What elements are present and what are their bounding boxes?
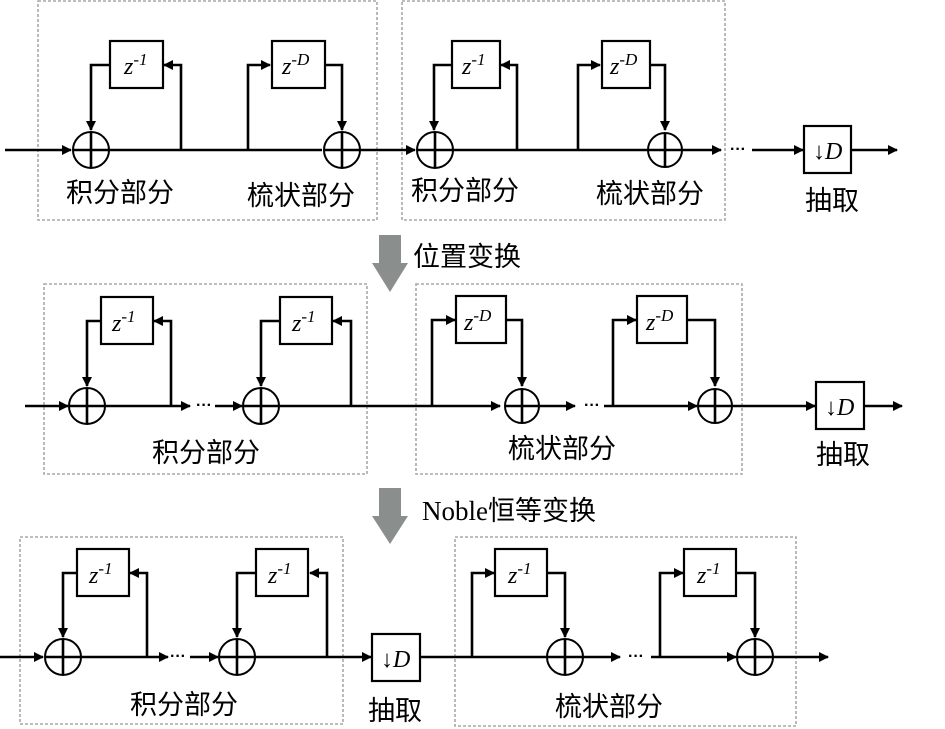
ellipsis: ··· bbox=[628, 648, 644, 665]
feedforward-wire bbox=[325, 63, 347, 131]
ellipsis: ··· bbox=[584, 397, 600, 414]
decimator-label: 抽取 bbox=[816, 440, 870, 471]
transform-arrow-1: 位置变换 bbox=[372, 235, 521, 292]
summer-comb bbox=[323, 131, 361, 169]
delay-label: z-1 bbox=[461, 50, 486, 80]
feedback-wire bbox=[58, 571, 77, 638]
feedback-wire bbox=[332, 316, 353, 406]
delay-label: z-1 bbox=[123, 50, 148, 80]
feedback-wire bbox=[82, 319, 101, 387]
decimator-label: 抽取 bbox=[805, 186, 859, 217]
delay-label: z-1 bbox=[267, 559, 292, 589]
transform-label: Noble恒等变换 bbox=[422, 496, 596, 526]
transform-arrow-2: Noble恒等变换 bbox=[372, 488, 596, 544]
feedback-wire bbox=[256, 319, 280, 387]
delay-block bbox=[108, 39, 165, 90]
comb-label: 梳状部分 bbox=[247, 181, 355, 212]
delay-label: z-1 bbox=[291, 307, 316, 337]
feedforward-wire bbox=[658, 568, 684, 657]
delay-label: z-1 bbox=[696, 559, 721, 589]
delay-block bbox=[75, 547, 131, 598]
feedforward-wire bbox=[506, 318, 527, 387]
feedforward-wire bbox=[611, 315, 637, 406]
decimator-block bbox=[370, 632, 422, 683]
delay-block bbox=[99, 295, 155, 346]
integrator-label: 积分部分 bbox=[411, 176, 519, 207]
feedforward-wire bbox=[470, 568, 495, 657]
summer-integrator bbox=[68, 387, 106, 425]
comb-label: 梳状部分 bbox=[555, 692, 663, 723]
delay-label: z-1 bbox=[88, 559, 113, 589]
transform-label: 位置变换 bbox=[413, 242, 521, 272]
feedforward-wire bbox=[547, 571, 570, 638]
delay-label: z-1 bbox=[111, 307, 136, 337]
decimator-block bbox=[814, 380, 866, 431]
summer-integrator bbox=[416, 131, 454, 169]
row-noble: z-1 ··· z-1 ↓D 抽取 z-1 ··· z-1 bbox=[0, 536, 829, 727]
decimator-symbol: ↓D bbox=[813, 139, 842, 165]
delay-label: z-D bbox=[463, 306, 492, 336]
delay-block bbox=[450, 39, 502, 90]
feedforward-wire bbox=[430, 315, 456, 406]
feedback-wire bbox=[232, 571, 256, 638]
integrator-label: 积分部分 bbox=[130, 690, 238, 721]
decimator-symbol: ↓D bbox=[825, 395, 854, 421]
integrator-label: 积分部分 bbox=[66, 178, 174, 209]
summer-integrator bbox=[218, 638, 256, 676]
delay-label: z-D bbox=[281, 50, 310, 80]
summer-integrator bbox=[72, 131, 110, 169]
feedback-wire bbox=[429, 63, 452, 131]
summer-integrator bbox=[44, 638, 82, 676]
row-reordered: z-1 ··· z-1 z-D ··· z-D ↓D 抽取 bbox=[25, 283, 903, 475]
feedback-wire bbox=[163, 60, 183, 150]
summer-comb bbox=[504, 388, 540, 424]
stage2-group-box bbox=[401, 0, 726, 221]
comb-label: 梳状部分 bbox=[508, 434, 616, 465]
feedforward-wire bbox=[736, 571, 760, 638]
integrator-label: 积分部分 bbox=[152, 438, 260, 469]
comb-group-box bbox=[415, 283, 743, 475]
feedforward-wire bbox=[650, 63, 670, 131]
feedforward-wire bbox=[687, 318, 720, 387]
integrator-group-box bbox=[43, 283, 368, 475]
summer-integrator bbox=[242, 387, 280, 425]
summer-comb bbox=[546, 638, 584, 676]
summer-comb bbox=[647, 132, 683, 168]
delay-block bbox=[635, 294, 689, 345]
comb-label: 梳状部分 bbox=[596, 179, 704, 210]
comb-group-box bbox=[454, 536, 797, 727]
delay-label: z-1 bbox=[507, 559, 532, 589]
row-original: z-1 z-D 积分部分 梳状部分 z-1 z-D ··· 积分部分 梳状部分 bbox=[5, 0, 898, 221]
summer-comb bbox=[736, 638, 774, 676]
delay-label: z-D bbox=[609, 50, 638, 80]
feedback-wire bbox=[129, 568, 149, 657]
delay-block bbox=[682, 547, 738, 598]
ellipsis: ··· bbox=[170, 648, 186, 665]
decimator-symbol: ↓D bbox=[381, 647, 410, 673]
summer-comb bbox=[697, 388, 733, 424]
feedback-wire bbox=[153, 316, 173, 406]
feedback-wire bbox=[500, 60, 519, 150]
delay-block bbox=[454, 294, 508, 345]
feedforward-wire bbox=[576, 60, 601, 150]
feedback-wire bbox=[309, 568, 329, 657]
stage1-group-box bbox=[37, 0, 378, 221]
feedforward-wire bbox=[246, 60, 271, 150]
ellipsis: ··· bbox=[196, 397, 212, 414]
feedback-wire bbox=[86, 63, 110, 131]
delay-label: z-D bbox=[645, 306, 674, 336]
decimator-label: 抽取 bbox=[368, 696, 422, 727]
ellipsis: ··· bbox=[730, 141, 746, 158]
integrator-group-box bbox=[19, 536, 344, 725]
